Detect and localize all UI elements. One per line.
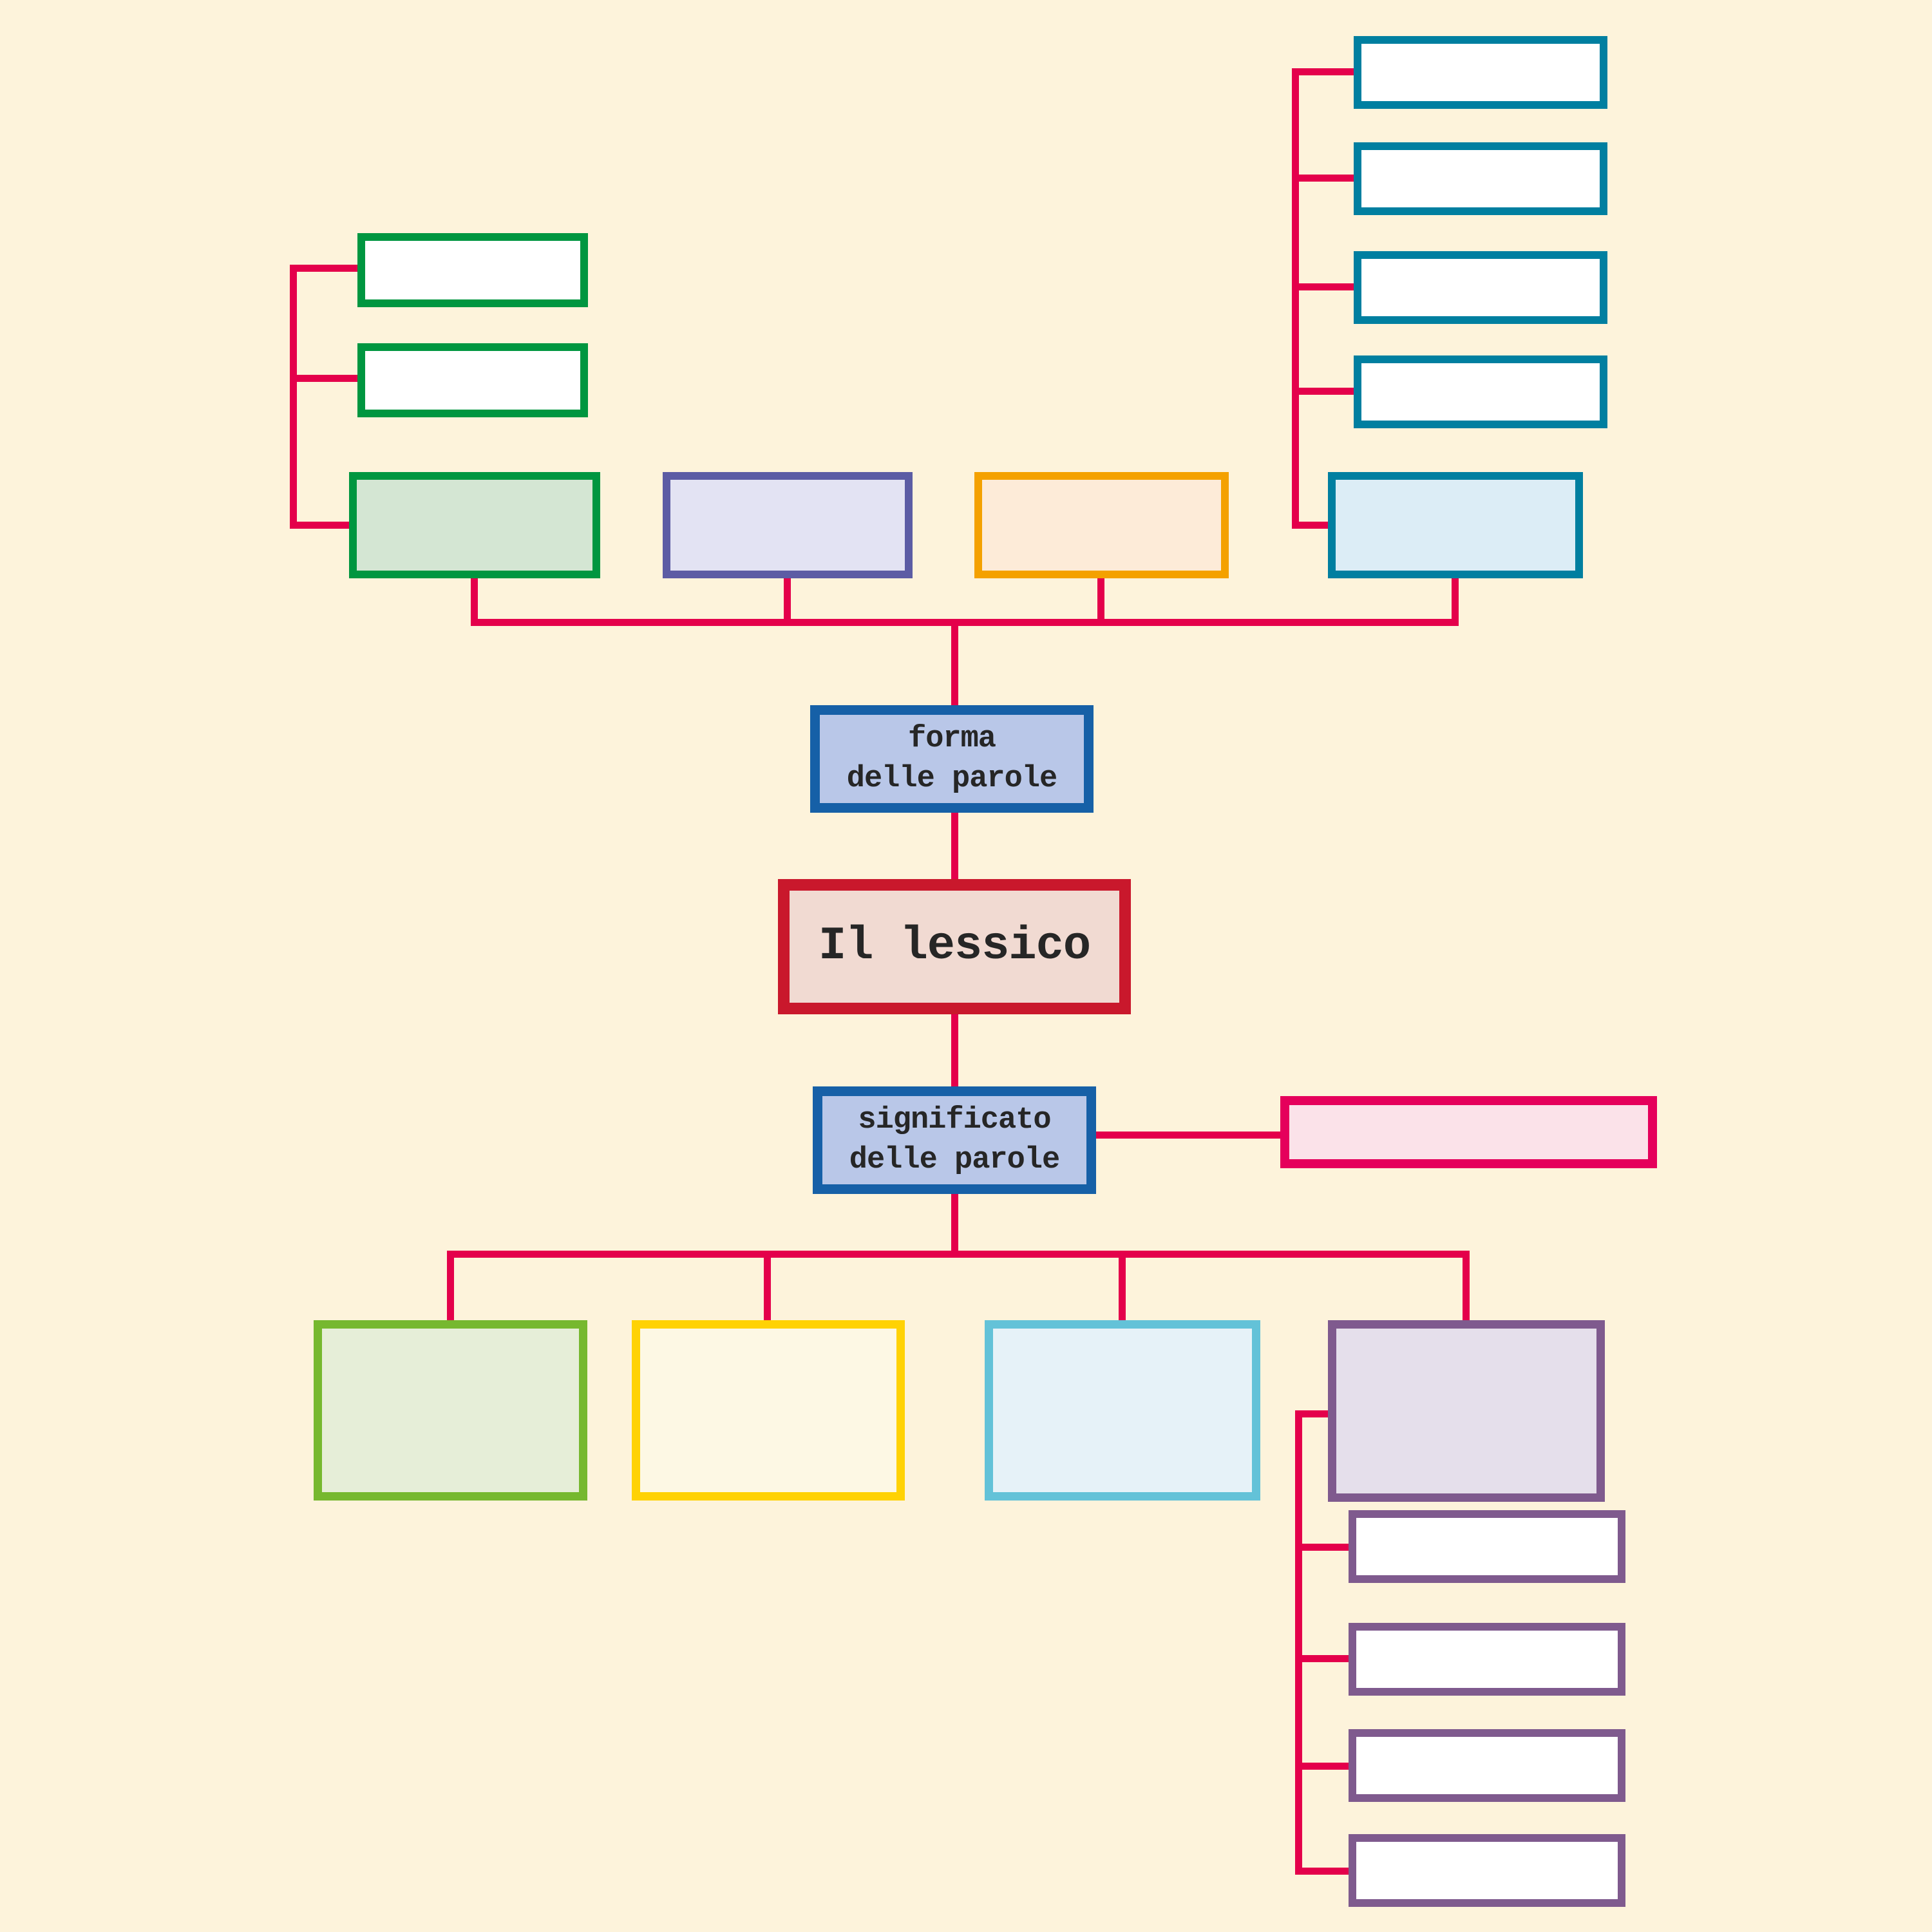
connector-line	[1292, 522, 1328, 529]
connector-line	[1295, 1410, 1328, 1417]
connector-line	[1295, 1763, 1349, 1770]
green-category-box	[349, 472, 600, 578]
connector-line	[1463, 1251, 1470, 1323]
lavender-category-box	[663, 472, 913, 578]
il-lessico-box: Il lessico	[778, 879, 1131, 1014]
connector-line	[951, 1014, 958, 1086]
connector-line	[1119, 1251, 1126, 1323]
connector-line	[1292, 175, 1354, 182]
connector-line	[784, 578, 791, 623]
connector-line	[1295, 1868, 1349, 1875]
connector-line	[1292, 68, 1299, 529]
connector-line	[1452, 578, 1459, 623]
empty-box-bottom-right-1	[1349, 1510, 1625, 1583]
empty-box-top-right-3	[1354, 251, 1607, 324]
connector-line	[290, 375, 357, 382]
connector-line	[290, 522, 349, 529]
bottom-purple-category-box	[1328, 1320, 1605, 1502]
teal-category-box	[1328, 472, 1583, 578]
forma-delle-parole-box: forma delle parole	[810, 705, 1094, 813]
significato-delle-parole-box: significato delle parole	[813, 1086, 1096, 1194]
connector-line	[764, 1251, 771, 1323]
connector-line	[290, 265, 297, 529]
empty-box-bottom-right-2	[1349, 1623, 1625, 1696]
pink-note-box	[1280, 1096, 1657, 1168]
forma-delle-parole-box-label: forma delle parole	[846, 722, 1057, 796]
connector-line	[1295, 1655, 1349, 1662]
empty-box-top-left-2	[357, 343, 588, 417]
connector-line	[471, 578, 478, 623]
empty-box-bottom-right-4	[1349, 1834, 1625, 1907]
connector-line	[1292, 68, 1354, 75]
connector-line	[1295, 1410, 1302, 1875]
connector-line	[290, 265, 357, 272]
bottom-yellow-category-box	[632, 1320, 905, 1501]
empty-box-top-right-1	[1354, 36, 1607, 109]
connector-line	[471, 619, 1459, 626]
orange-category-box	[974, 472, 1229, 578]
empty-box-bottom-right-3	[1349, 1729, 1625, 1802]
bottom-green-category-box	[314, 1320, 587, 1501]
il-lessico-box-label: Il lessico	[818, 920, 1091, 973]
connector-line	[951, 1194, 958, 1258]
empty-box-top-right-2	[1354, 142, 1607, 215]
connector-line	[951, 619, 958, 709]
connector-line	[1292, 283, 1354, 290]
connector-line	[1096, 1132, 1280, 1139]
connector-line	[1097, 578, 1104, 623]
significato-delle-parole-box-label: significato delle parole	[849, 1103, 1060, 1177]
bottom-blue-category-box	[985, 1320, 1260, 1501]
connector-line	[1292, 388, 1354, 395]
connector-line	[951, 813, 958, 879]
connector-line	[1295, 1544, 1349, 1551]
empty-box-top-left-1	[357, 233, 588, 307]
connector-line	[447, 1251, 454, 1323]
empty-box-top-right-4	[1354, 355, 1607, 428]
connector-line	[447, 1251, 1470, 1258]
